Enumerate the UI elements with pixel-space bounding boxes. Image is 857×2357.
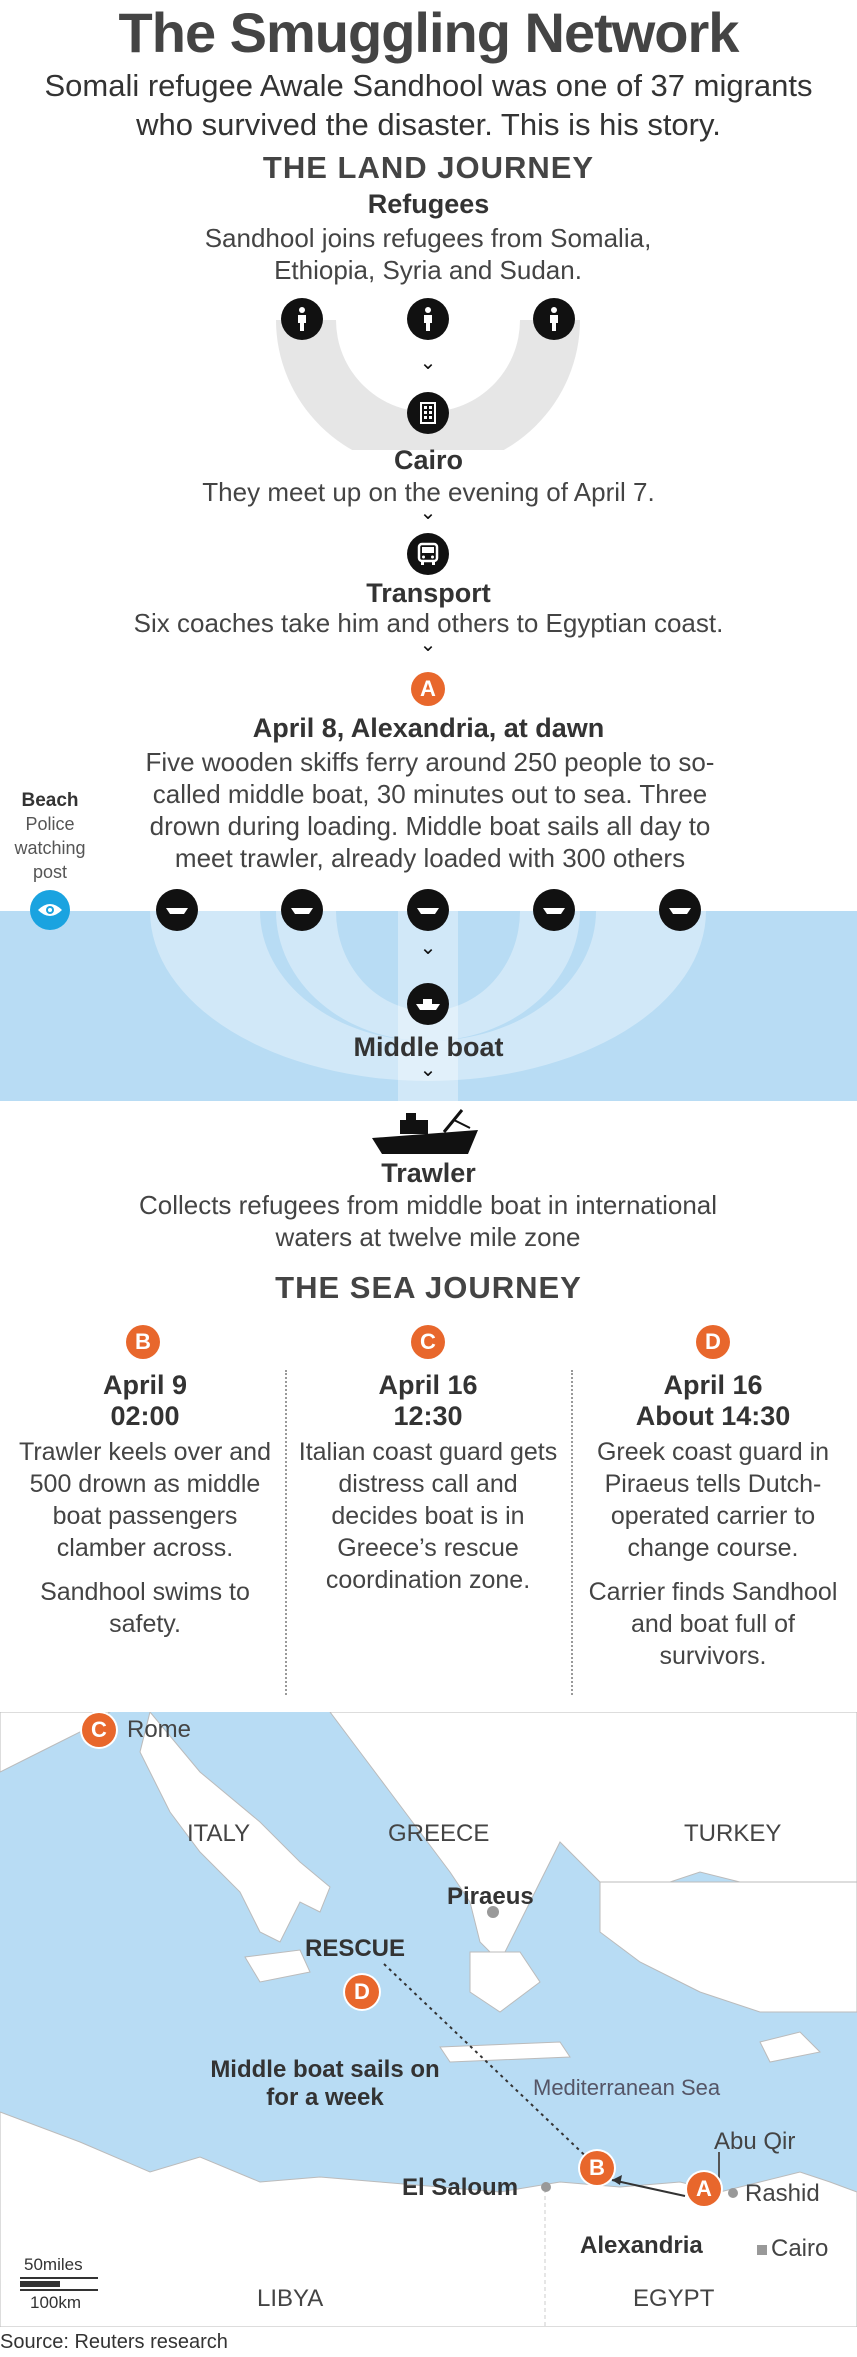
event-badge-a: A [411, 672, 445, 706]
refugees-title: Refugees [367, 189, 490, 219]
event-date: April 16 [663, 1370, 763, 1400]
skiff-icon [659, 889, 701, 931]
map-label-libya: LIBYA [257, 2285, 324, 2312]
building-icon [407, 392, 449, 434]
trawler-text: Collects refugees from middle boat in in… [138, 1190, 718, 1252]
map-label-alexandria: Alexandria [580, 2232, 703, 2259]
event-badge-b: B [126, 1325, 160, 1359]
map-label-cairo: Cairo [771, 2235, 829, 2262]
map-label-sea: Mediterranean Sea [533, 2075, 721, 2100]
map-label-turkey: TURKEY [684, 1820, 782, 1847]
skiff-icon [533, 889, 575, 931]
map-label-italy: ITALY [187, 1820, 251, 1847]
sea-journey-heading: THE SEA JOURNEY [275, 1270, 582, 1305]
map-label-piraeus: Piraeus [447, 1883, 534, 1910]
rashid-dot [728, 2188, 738, 2198]
scale-miles: 50miles [24, 2255, 83, 2274]
event-time: About 14:30 [635, 1401, 791, 1431]
person-icon [281, 298, 323, 340]
abu-qir-leader [718, 2152, 720, 2186]
el-saloum-dot [541, 2182, 551, 2192]
event-column-c: April 16 12:30 Italian coast guard gets … [293, 1370, 563, 1596]
map-badge-d: D [345, 1975, 379, 2009]
page-title: The Smuggling Network [118, 1, 740, 64]
source-note: Source: Reuters research [0, 2331, 228, 2353]
land-journey-heading: THE LAND JOURNEY [262, 150, 595, 185]
transport-text: Six coaches take him and others to Egypt… [133, 608, 724, 638]
map-label-abu-qir: Abu Qir [714, 2128, 796, 2155]
bus-icon [407, 533, 449, 575]
event-text-2: Sandhool swims to safety. [40, 1578, 250, 1638]
event-time: 02:00 [110, 1401, 180, 1431]
chevron-down-icon: ⌄ [419, 1059, 437, 1081]
boat-icon [407, 983, 449, 1025]
beach-title: Beach [21, 790, 79, 811]
page-subtitle: Somali refugee Awale Sandhool was one of… [44, 68, 813, 142]
event-text: Italian coast guard gets distress call a… [298, 1438, 558, 1594]
event-column-b: April 9 02:00 Trawler keels over and 500… [10, 1370, 280, 1640]
middle-boat-title: Middle boat [353, 1032, 504, 1062]
eye-icon [30, 890, 70, 930]
chevron-down-icon: ⌄ [419, 634, 437, 656]
beach-line2: watching [14, 838, 86, 858]
map-label-el-saloum: El Saloum [402, 2174, 519, 2201]
map-badge-b: B [580, 2151, 614, 2185]
chevron-down-icon: ⌄ [419, 502, 437, 524]
map-label-rescue: RESCUE [305, 1935, 406, 1962]
map-badge-c: C [82, 1713, 116, 1747]
transport-title: Transport [366, 578, 491, 608]
event-date: April 16 [378, 1370, 478, 1400]
scale-km: 100km [30, 2293, 82, 2312]
cairo-square [757, 2245, 767, 2255]
column-divider [285, 1370, 287, 1695]
skiff-icon [281, 889, 323, 931]
map-label-rome: Rome [127, 1716, 192, 1743]
map-label-egypt: EGYPT [633, 2285, 715, 2312]
map-label-rashid: Rashid [745, 2180, 820, 2207]
cairo-title: Cairo [393, 445, 464, 475]
event-badge-d: D [696, 1325, 730, 1359]
trawler-title: Trawler [381, 1158, 476, 1188]
person-icon [533, 298, 575, 340]
skiff-icon [156, 889, 198, 931]
event-text-2: Carrier finds Sandhool and boat full of … [588, 1578, 838, 1670]
event-badge-c: C [411, 1325, 445, 1359]
skiff-icon [407, 889, 449, 931]
person-icon [407, 298, 449, 340]
piraeus-dot [487, 1906, 499, 1918]
alexandria-text: Five wooden skiffs ferry around 250 peop… [145, 747, 715, 873]
refugees-text: Sandhool joins refugees from Somalia, Et… [204, 223, 652, 285]
event-date: April 9 [102, 1370, 188, 1400]
alexandria-title: April 8, Alexandria, at dawn [252, 713, 605, 743]
event-column-d: April 16 About 14:30 Greek coast guard i… [578, 1370, 848, 1672]
mediterranean-map [0, 1712, 857, 2327]
beach-line1: Police [25, 814, 75, 834]
map-label-greece: GREECE [388, 1820, 490, 1847]
event-time: 12:30 [393, 1401, 463, 1431]
chevron-down-icon: ⌄ [419, 352, 437, 374]
beach-line3: post [32, 862, 68, 882]
map-label-middle-boat: Middle boat sails on for a week [210, 2056, 440, 2111]
refugees-funnel [276, 320, 580, 450]
column-divider [571, 1370, 573, 1695]
beach-label: Beach Police watching post [0, 790, 100, 884]
event-text: Greek coast guard in Piraeus tells Dutch… [596, 1438, 830, 1562]
map-badge-a: A [687, 2172, 721, 2206]
trawler-icon [372, 1109, 478, 1154]
chevron-down-icon: ⌄ [419, 937, 437, 959]
event-text: Trawler keels over and 500 drown as midd… [19, 1438, 271, 1562]
cairo-text: They meet up on the evening of April 7. [202, 477, 655, 507]
